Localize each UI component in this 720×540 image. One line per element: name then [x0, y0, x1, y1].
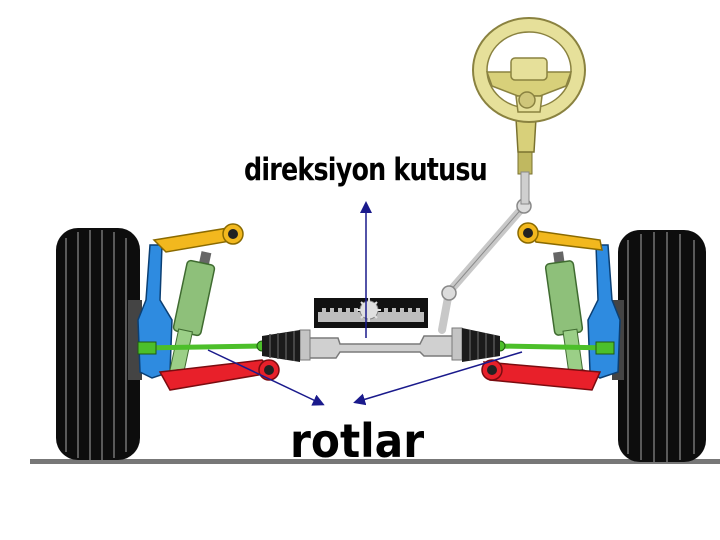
tie-rods-label: rotlar [290, 414, 425, 468]
steering-box-cutaway [314, 298, 428, 328]
left-shock-absorber [168, 251, 216, 383]
right-rack-boot [462, 328, 500, 362]
right-upper-control-arm [517, 222, 603, 251]
left-lower-control-arm [158, 359, 280, 391]
ground-line [30, 459, 720, 464]
right-wheel [612, 230, 706, 462]
steering-shaft [438, 198, 532, 334]
right-tie-rod [494, 340, 615, 355]
right-lower-control-arm [481, 359, 602, 391]
lower-universal-joint [441, 285, 457, 301]
right-shock-absorber [544, 251, 589, 383]
steering-rack-housing [299, 327, 463, 361]
arrow-left-tie-rod [207, 349, 325, 406]
steering-wheel [472, 17, 586, 123]
right-steering-knuckle [587, 244, 621, 379]
steering-column [515, 117, 537, 205]
left-rack-boot [262, 330, 300, 362]
left-wheel [56, 228, 142, 460]
left-steering-knuckle [137, 244, 173, 379]
steering-box-label: direksiyon kutusu [244, 152, 488, 188]
arrow-right-tie-rod [353, 351, 523, 406]
left-upper-control-arm [152, 223, 244, 253]
